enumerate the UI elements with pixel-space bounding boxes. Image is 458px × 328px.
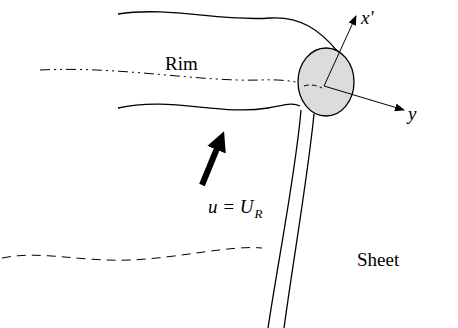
subscript: R	[255, 207, 263, 220]
sheet-outline	[284, 114, 314, 328]
axis-arrow	[324, 16, 356, 86]
rim-outline	[118, 12, 338, 52]
sheet-outline	[268, 110, 301, 328]
axis-label: x'	[361, 8, 374, 27]
rim-outline	[118, 104, 300, 110]
part-label: Sheet	[357, 250, 399, 269]
sheet-edge	[2, 248, 262, 261]
part-label: Rim	[165, 54, 198, 73]
axis-label: y	[408, 104, 416, 123]
rim-centerline	[304, 85, 322, 88]
axis-arrow	[324, 86, 404, 110]
velocity-label: u = U	[208, 197, 254, 216]
velocity-arrow	[202, 146, 218, 185]
